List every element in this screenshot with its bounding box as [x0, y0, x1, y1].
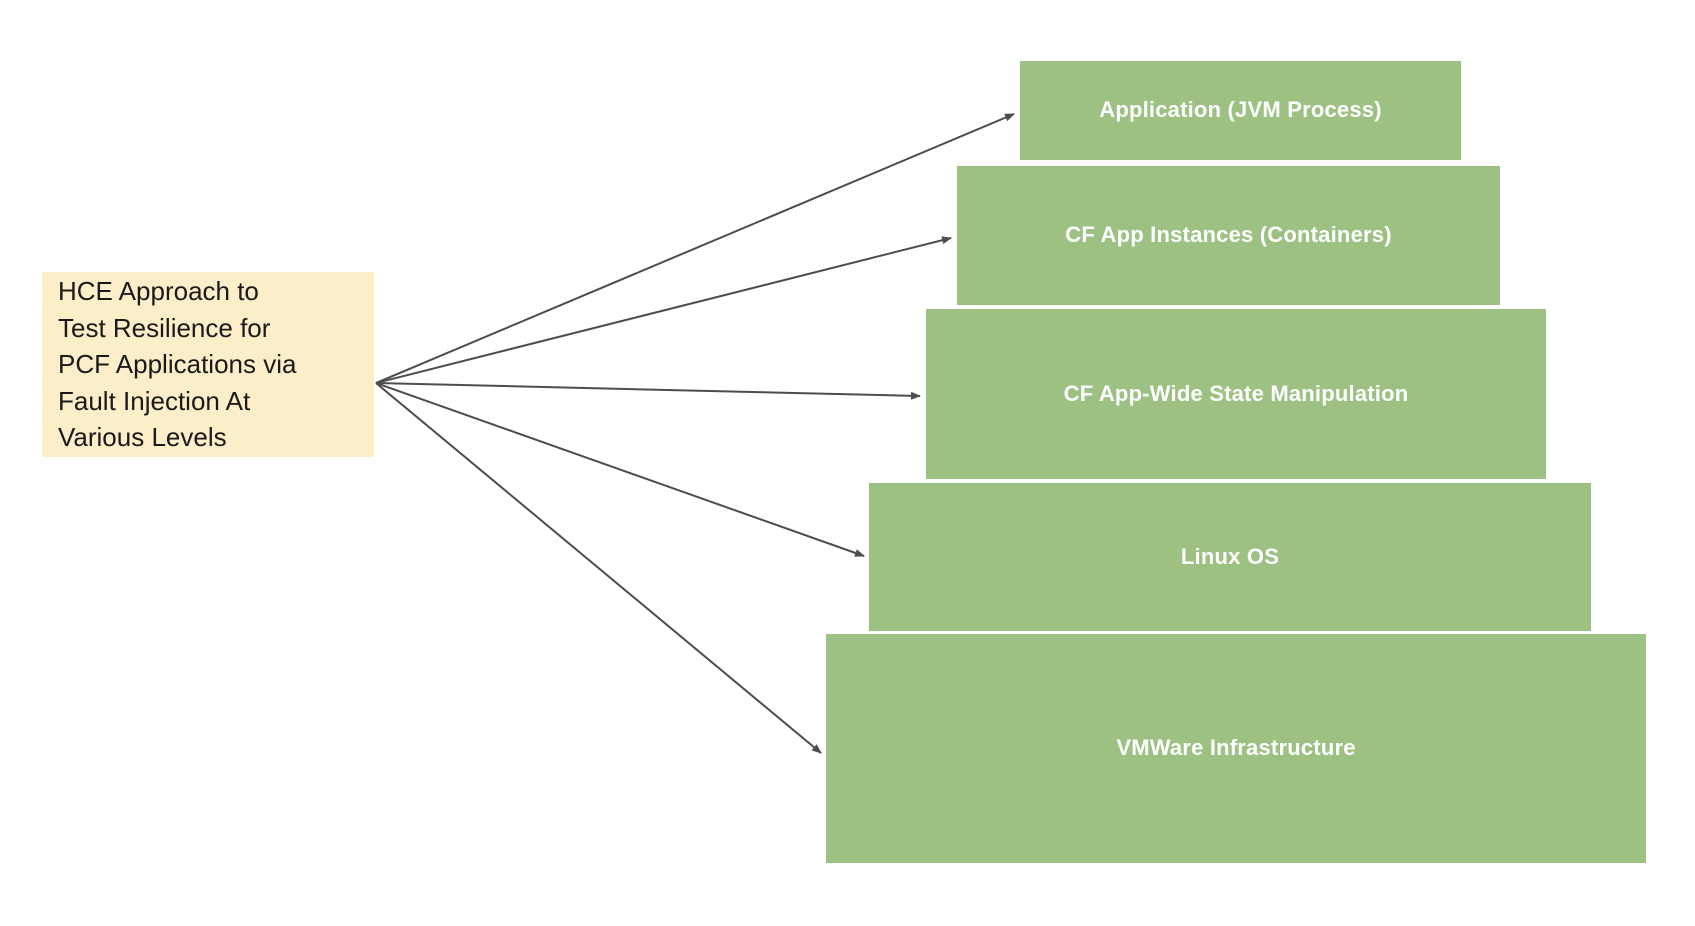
- layer-label-cf-app-wide-state-manipulation: CF App-Wide State Manipulation: [1063, 380, 1409, 406]
- layer-box-linux-os[interactable]: Linux OS: [869, 483, 1591, 631]
- layer-label-application-jvm-process: Application (JVM Process): [1099, 97, 1382, 123]
- connector-arrow-3: [375, 382, 865, 557]
- layer-box-cf-app-instances[interactable]: CF App Instances (Containers): [957, 166, 1500, 305]
- connector-arrow-2: [375, 382, 921, 400]
- layer-box-vmware-infrastructure[interactable]: VMWare Infrastructure: [826, 634, 1646, 863]
- connector-arrow-0: [375, 113, 1015, 384]
- source-note-box[interactable]: HCE Approach to Test Resilience for PCF …: [42, 272, 374, 457]
- layer-label-linux-os: Linux OS: [1180, 543, 1280, 569]
- layer-box-application-jvm-process[interactable]: Application (JVM Process): [1020, 61, 1461, 160]
- layer-box-cf-app-wide-state-manipulation[interactable]: CF App-Wide State Manipulation: [926, 309, 1546, 479]
- source-note-text: HCE Approach to Test Resilience for PCF …: [58, 276, 297, 453]
- connector-arrow-1: [375, 236, 952, 384]
- layer-label-cf-app-instances: CF App Instances (Containers): [1065, 222, 1392, 248]
- layer-label-vmware-infrastructure: VMWare Infrastructure: [1116, 735, 1356, 761]
- connector-arrow-4: [375, 382, 822, 754]
